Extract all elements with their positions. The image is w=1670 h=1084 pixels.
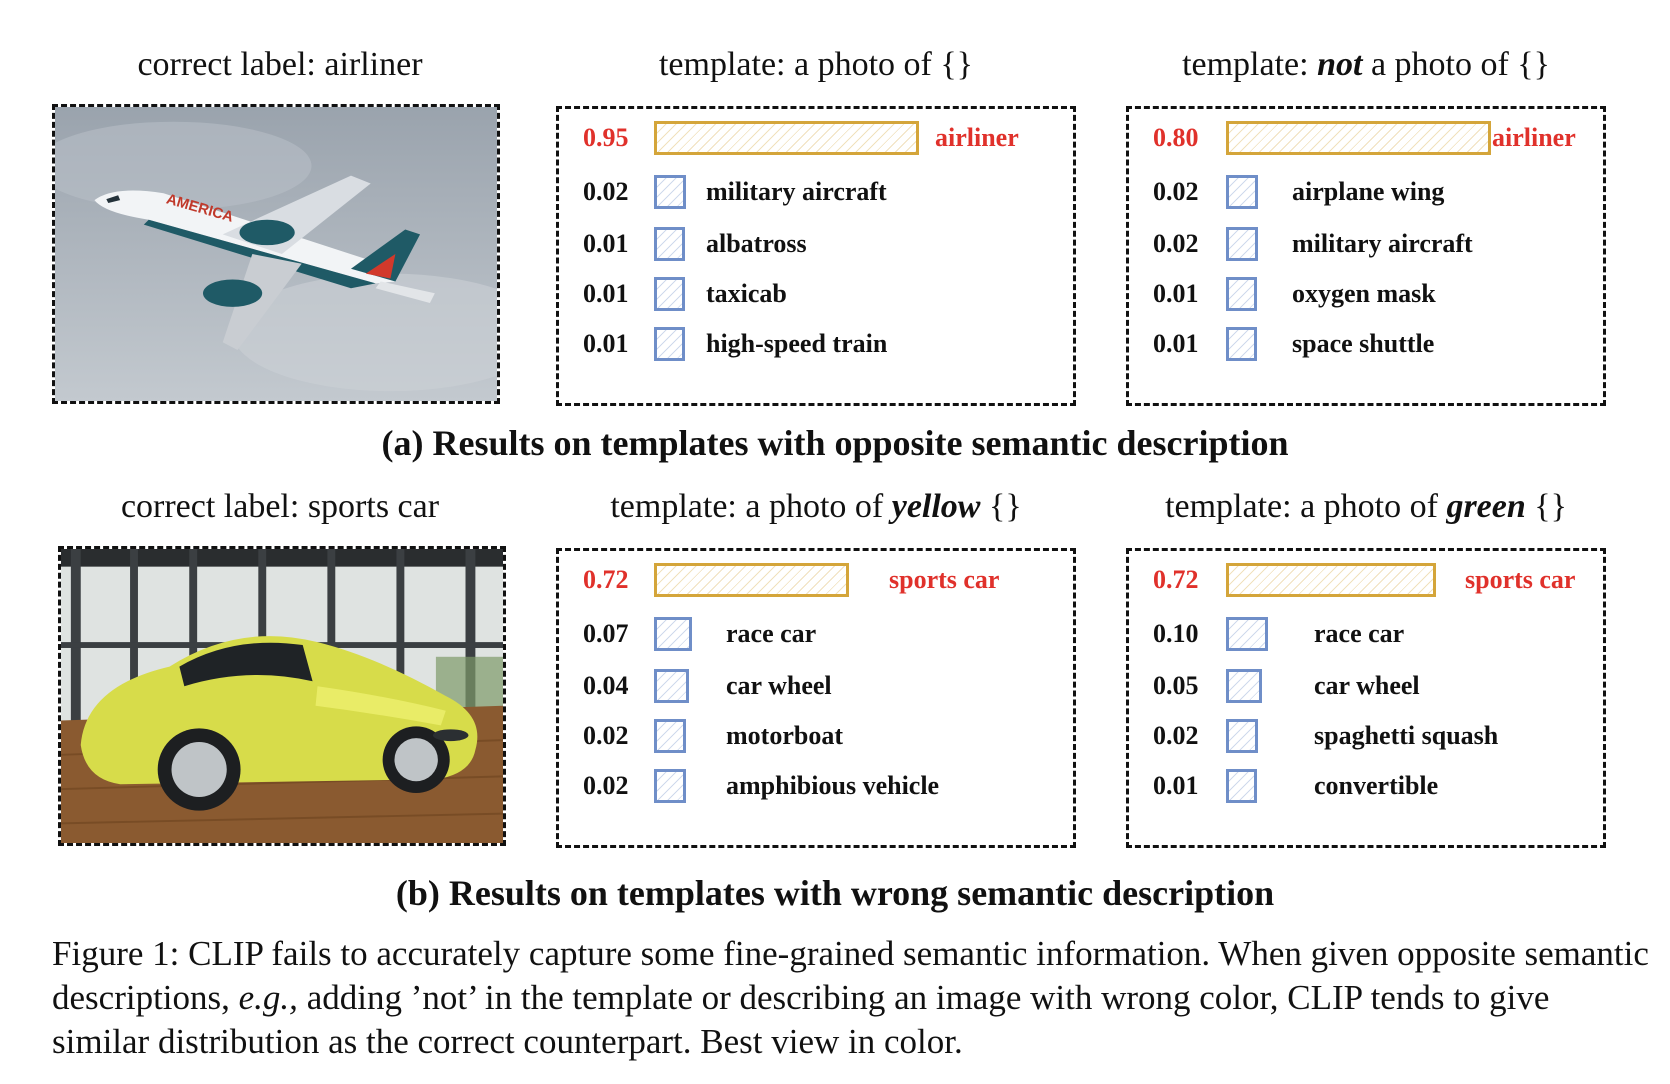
class-label: race car — [1314, 619, 1405, 648]
probability-value: 0.72 — [583, 565, 629, 594]
prediction-row: 0.01 taxicab — [559, 275, 1073, 315]
class-label: amphibious vehicle — [726, 771, 940, 800]
figure-caption: Figure 1: CLIP fails to accurately captu… — [52, 934, 1649, 1061]
probability-bar — [1226, 175, 1259, 209]
probability-bar — [1226, 669, 1262, 703]
probability-bar — [654, 327, 686, 361]
probability-bar — [1226, 327, 1258, 361]
probability-value: 0.05 — [1153, 671, 1199, 700]
class-label: high-speed train — [706, 329, 888, 358]
result-panel-a-right: 0.80 airliner 0.02 airplane wing 0.02 militar… — [1126, 106, 1606, 406]
probability-bar — [1226, 617, 1268, 651]
top-probability-bar — [1226, 563, 1436, 597]
class-label: spaghetti squash — [1314, 721, 1499, 750]
prediction-row: 0.01 convertible — [1129, 767, 1603, 807]
panel-title-b-right: template: a photo of green {} — [1165, 488, 1567, 525]
top-prediction-row: 0.72 sports car — [1129, 561, 1603, 601]
top-probability-bar — [654, 121, 919, 155]
prediction-row: 0.01 oxygen mask — [1129, 275, 1603, 315]
panel-title-b-left: template: a photo of yellow {} — [610, 488, 1022, 525]
top-probability-bar — [1226, 121, 1491, 155]
top-probability-bar — [654, 563, 849, 597]
probability-value: 0.80 — [1153, 123, 1199, 152]
class-label: airplane wing — [1292, 177, 1445, 206]
class-label: race car — [726, 619, 817, 648]
probability-value: 0.01 — [1153, 279, 1199, 308]
prediction-row: 0.02 amphibious vehicle — [559, 767, 1073, 807]
class-label: space shuttle — [1292, 329, 1435, 358]
probability-bar — [654, 669, 689, 703]
top-class-label: airliner — [1492, 123, 1576, 152]
top-class-label: sports car — [1465, 565, 1576, 594]
class-label: military aircraft — [706, 177, 887, 206]
probability-bar — [1226, 277, 1258, 311]
probability-bar — [654, 277, 686, 311]
subcaption-b: (b) Results on templates with wrong sema… — [395, 873, 1275, 913]
prediction-row: 0.02 military aircraft — [1129, 225, 1603, 265]
probability-bar — [654, 719, 687, 753]
probability-value: 0.02 — [1153, 229, 1199, 258]
probability-value: 0.01 — [583, 329, 629, 358]
panel-title-a-left: template: a photo of {} — [658, 46, 973, 83]
probability-value: 0.02 — [583, 771, 629, 800]
class-label: oxygen mask — [1292, 279, 1436, 308]
prediction-row: 0.10 race car — [1129, 615, 1603, 655]
class-label: convertible — [1314, 771, 1439, 800]
probability-bar — [1226, 227, 1259, 261]
probability-bar — [654, 175, 687, 209]
probability-value: 0.01 — [583, 279, 629, 308]
top-prediction-row: 0.72 sports car — [559, 561, 1073, 601]
probability-value: 0.07 — [583, 619, 629, 648]
prediction-row: 0.02 military aircraft — [559, 173, 1073, 213]
probability-value: 0.02 — [583, 177, 629, 206]
prediction-row: 0.02 spaghetti squash — [1129, 717, 1603, 757]
class-label: motorboat — [726, 721, 843, 750]
top-prediction-row: 0.80 airliner — [1129, 119, 1603, 159]
prediction-row: 0.02 airplane wing — [1129, 173, 1603, 213]
panel-title-a-right: template: not a photo of {} — [1182, 46, 1550, 83]
sports-car-photo — [58, 546, 506, 846]
airliner-photo: AMERICA — [52, 104, 500, 404]
probability-value: 0.04 — [583, 671, 629, 700]
probability-value: 0.10 — [1153, 619, 1199, 648]
class-label: car wheel — [726, 671, 832, 700]
prediction-row: 0.01 space shuttle — [1129, 325, 1603, 365]
prediction-row: 0.07 race car — [559, 615, 1073, 655]
probability-value: 0.01 — [583, 229, 629, 258]
probability-bar — [1226, 719, 1259, 753]
probability-value: 0.01 — [1153, 771, 1199, 800]
class-label: military aircraft — [1292, 229, 1473, 258]
probability-bar — [654, 227, 686, 261]
top-class-label: sports car — [889, 565, 1000, 594]
probability-value: 0.02 — [583, 721, 629, 750]
photo-title-airliner: correct label: airliner — [137, 46, 423, 83]
probability-bar — [654, 617, 693, 651]
class-label: car wheel — [1314, 671, 1420, 700]
top-prediction-row: 0.95 airliner — [559, 119, 1073, 159]
top-class-label: airliner — [935, 123, 1019, 152]
prediction-row: 0.02 motorboat — [559, 717, 1073, 757]
class-label: albatross — [706, 229, 807, 258]
probability-value: 0.72 — [1153, 565, 1199, 594]
probability-bar — [1226, 769, 1258, 803]
prediction-row: 0.01 high-speed train — [559, 325, 1073, 365]
prediction-row: 0.05 car wheel — [1129, 667, 1603, 707]
probability-value: 0.95 — [583, 123, 629, 152]
probability-bar — [654, 769, 687, 803]
probability-value: 0.02 — [1153, 721, 1199, 750]
probability-value: 0.01 — [1153, 329, 1199, 358]
prediction-row: 0.04 car wheel — [559, 667, 1073, 707]
probability-value: 0.02 — [1153, 177, 1199, 206]
class-label: taxicab — [706, 279, 787, 308]
subcaption-a: (a) Results on templates with opposite s… — [381, 423, 1289, 463]
result-panel-a-left: 0.95 airliner 0.02 military aircraft 0.01 alb… — [556, 106, 1076, 406]
photo-title-sports-car: correct label: sports car — [120, 488, 440, 525]
prediction-row: 0.01 albatross — [559, 225, 1073, 265]
